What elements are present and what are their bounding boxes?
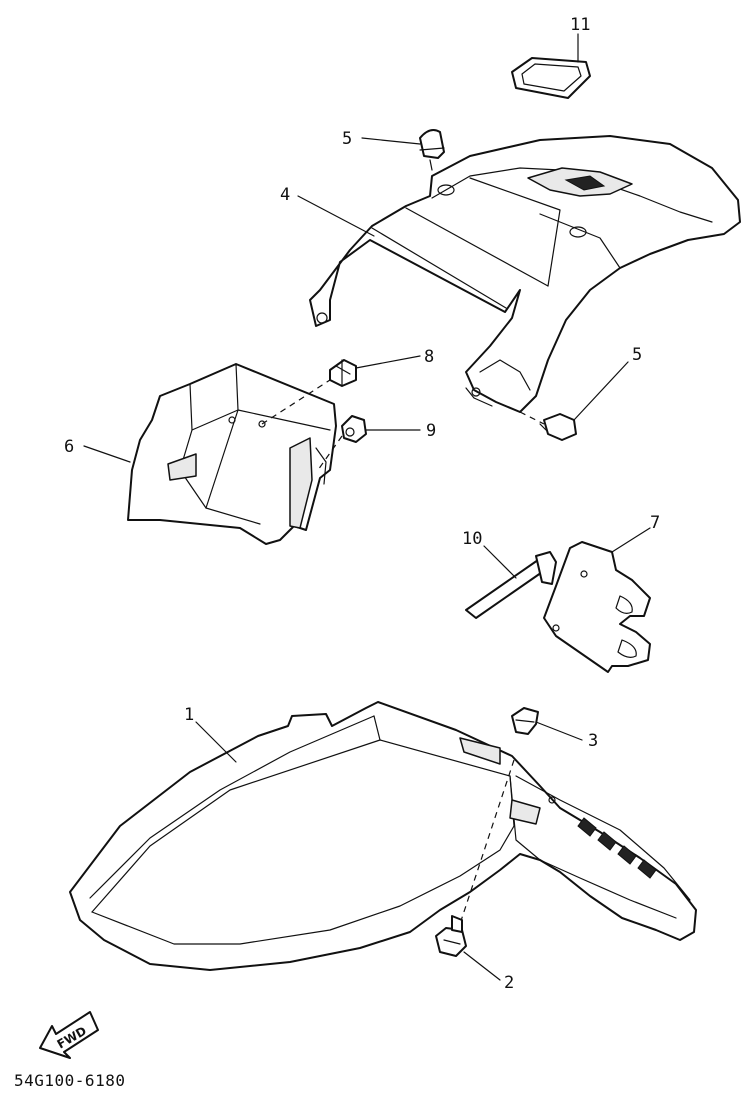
leader-10 <box>483 545 517 579</box>
drawing-code: 54G100-6180 <box>14 1071 125 1090</box>
leader-6 <box>83 445 131 463</box>
callout-3: 3 <box>588 731 598 751</box>
part-5-bolt-top <box>419 129 445 171</box>
leader-9 <box>611 527 651 553</box>
callout-5-top: 5 <box>342 129 352 149</box>
callout-5-right: 5 <box>632 345 642 365</box>
callout-2: 2 <box>504 973 514 993</box>
callout-8: 9 <box>426 421 436 441</box>
leader-2 <box>463 951 501 981</box>
leader-lines <box>83 33 651 981</box>
part-10-stay-rod <box>465 551 557 619</box>
leader-5-top <box>361 137 421 145</box>
leader-3 <box>535 721 583 741</box>
callout-1: 1 <box>184 705 194 725</box>
leader-5-right <box>573 361 629 421</box>
callout-9: 7 <box>650 513 660 533</box>
callout-7: 8 <box>424 347 434 367</box>
fwd-arrow-icon: FWD <box>39 1011 99 1059</box>
part-9-bracket-plate <box>543 541 651 673</box>
callout-labels: 11 5 4 8 5 6 9 10 7 1 3 2 <box>64 15 660 993</box>
part-8-nut <box>317 415 367 471</box>
callout-4: 4 <box>280 185 290 205</box>
part-6-inner-fender <box>127 363 337 545</box>
part-2-bolt <box>435 915 467 957</box>
callout-11: 11 <box>570 15 590 35</box>
leader-1 <box>195 721 237 763</box>
leader-4 <box>297 195 375 237</box>
part-3-clip <box>511 707 539 735</box>
part-4-rear-panel <box>309 135 741 413</box>
callout-10: 10 <box>462 529 482 549</box>
leader-7 <box>355 355 421 369</box>
part-5-bolt-right <box>519 411 577 441</box>
part-1-rear-fender <box>69 701 697 971</box>
part-7-grommet <box>329 359 357 387</box>
callout-6: 6 <box>64 437 74 457</box>
part-11-seal <box>511 57 591 99</box>
